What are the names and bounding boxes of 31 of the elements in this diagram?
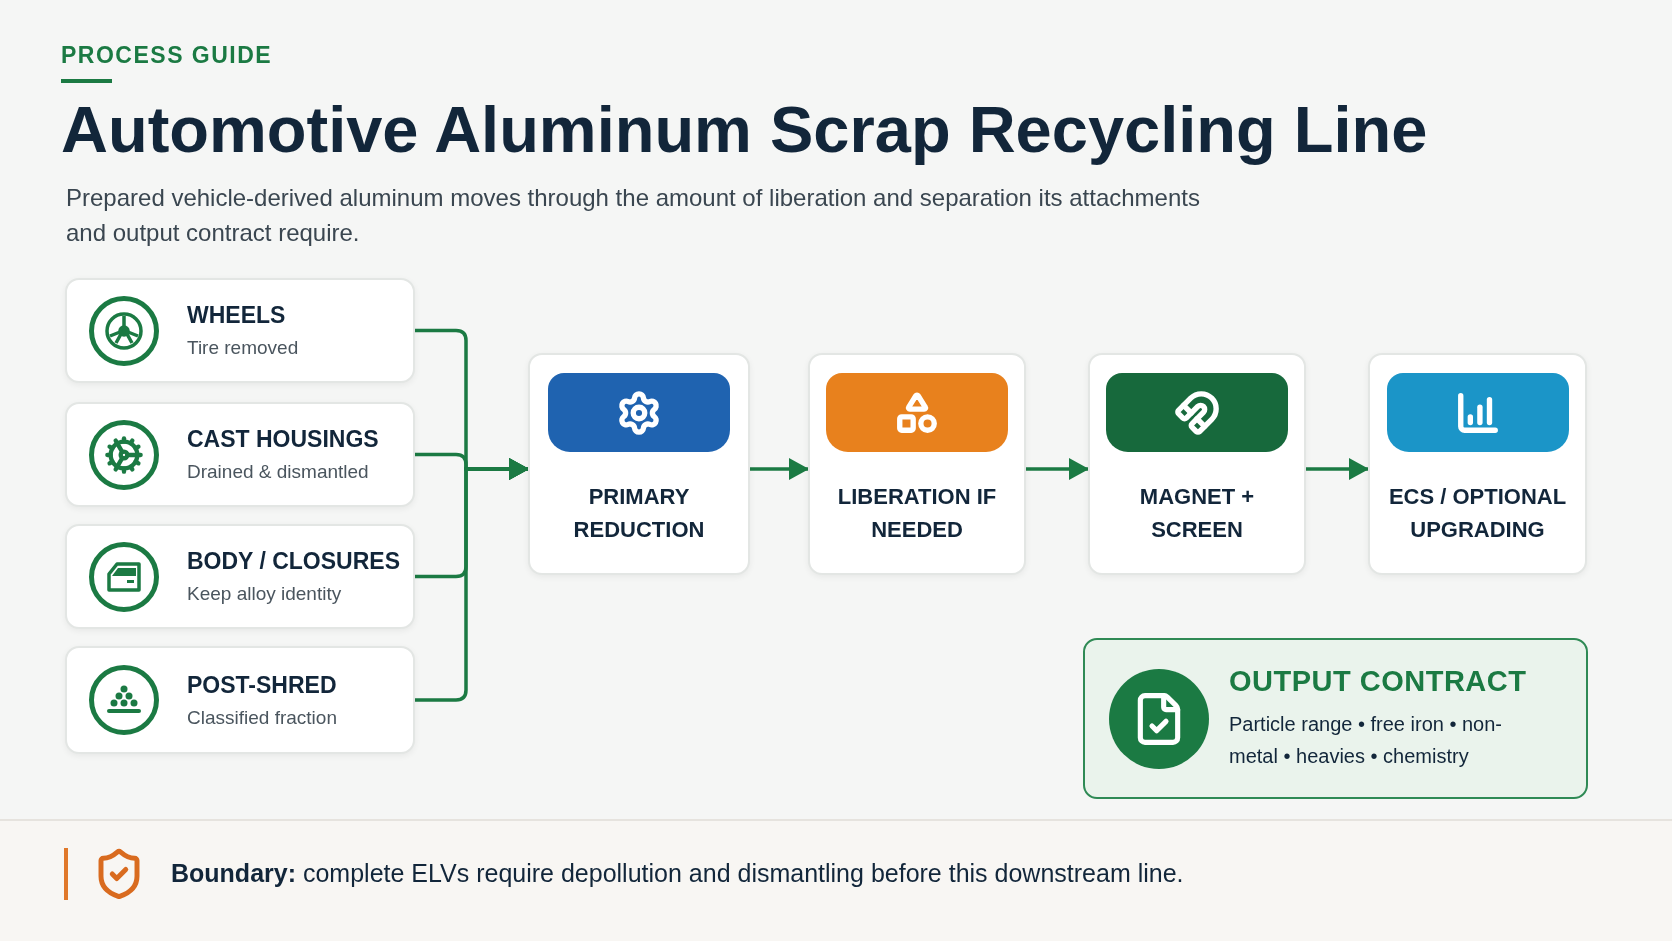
arrow bbox=[1306, 458, 1369, 480]
boundary-note: Boundary: complete ELVs require depollution and dismantling before this downstream line. bbox=[171, 859, 1184, 888]
card-heading: WHEELS bbox=[187, 302, 287, 329]
arrow bbox=[415, 458, 529, 702]
process-card bbox=[808, 353, 1026, 575]
input-card bbox=[65, 524, 415, 629]
card-description: Particle range • free iron • non-metal • heavies • chemistry bbox=[1229, 712, 1504, 769]
card-description: Drained & dismantled bbox=[187, 461, 370, 483]
card-description: Keep alloy identity bbox=[187, 583, 343, 605]
input-card bbox=[65, 278, 415, 383]
process-label: LIBERATION IF NEEDED bbox=[836, 483, 998, 544]
card-heading: POST-SHRED bbox=[187, 671, 337, 699]
eyebrow-text: PROCESS GUIDE bbox=[61, 42, 273, 69]
process-label: ECS / OPTIONAL UPGRADING bbox=[1387, 483, 1568, 544]
card-heading: CAST HOUSINGS bbox=[187, 426, 379, 453]
card-heading: OUTPUT CONTRACT bbox=[1229, 665, 1528, 698]
input-card bbox=[65, 646, 415, 754]
output-contract-card bbox=[1083, 638, 1588, 799]
card-description: Classified fraction bbox=[187, 706, 337, 729]
title: Automotive Aluminum Scrap Recycling Line bbox=[61, 92, 1428, 167]
process-card bbox=[1088, 353, 1306, 575]
arrow bbox=[750, 458, 809, 480]
card-description: Tire removed bbox=[187, 337, 299, 359]
process-label: PRIMARY REDUCTION bbox=[572, 483, 706, 544]
process-card bbox=[528, 353, 750, 575]
arrow bbox=[1026, 458, 1089, 480]
input-card bbox=[65, 402, 415, 507]
process-card bbox=[1368, 353, 1587, 575]
subtitle: Prepared vehicle-derived aluminum moves through the amount of liberation and separation its attachments and output contract require. bbox=[66, 183, 1201, 248]
process-label: MAGNET + SCREEN bbox=[1138, 483, 1256, 544]
card-heading: BODY / CLOSURES bbox=[187, 548, 400, 575]
